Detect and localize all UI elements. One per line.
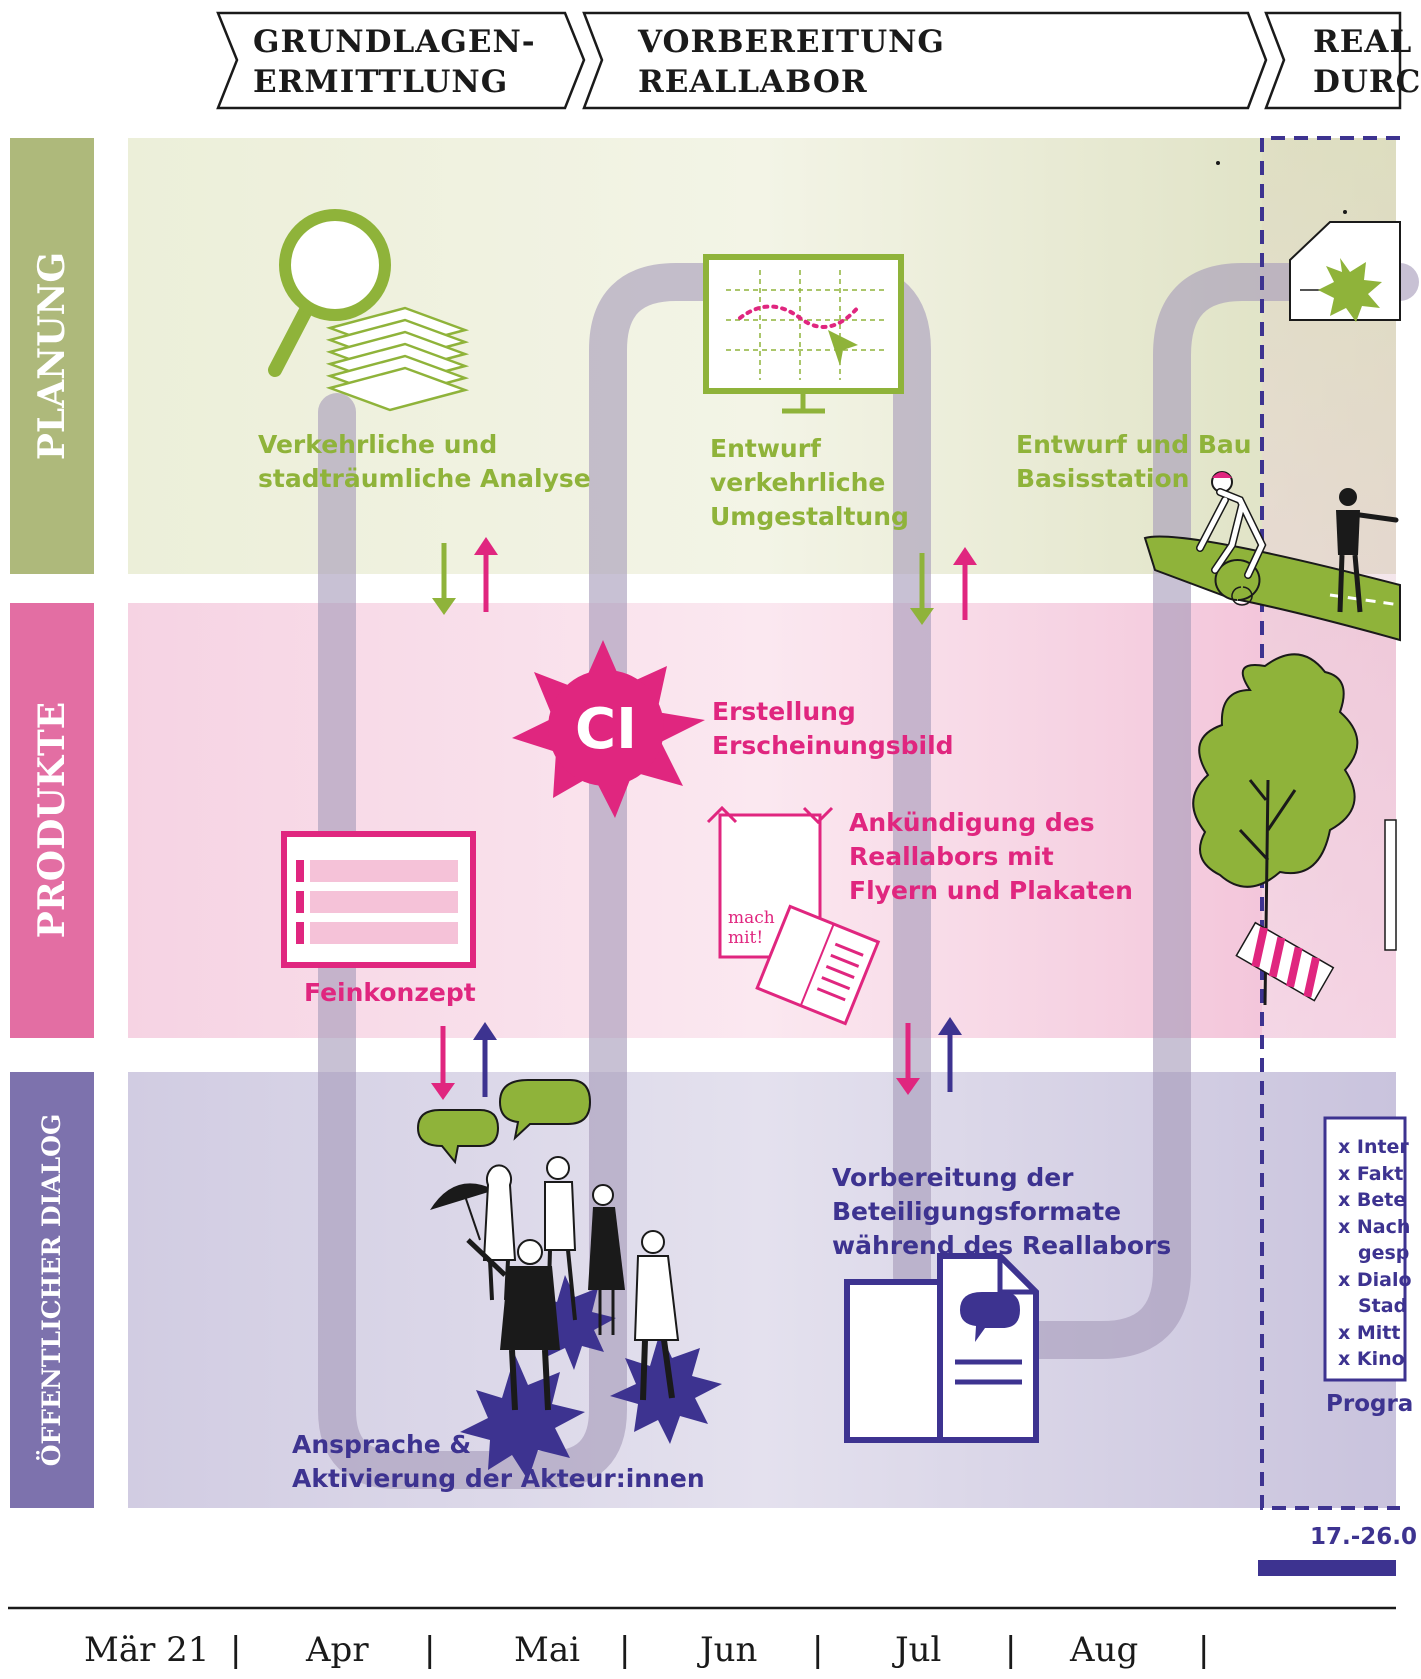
tree-deckchair-illustration [1192,653,1397,1006]
phase-1-label: GRUNDLAGEN- ERMITTLUNG [253,22,536,102]
month-label: Apr [306,1630,369,1670]
analyse-label: Verkehrliche und stadträumliche Analyse [258,430,591,493]
program-item: x Kino [1338,1348,1405,1370]
row-label-dialog: ÖFFENTLICHER DIALOG [37,1113,66,1467]
basisstation-label: Entwurf und Bau Basisstation [1016,430,1252,493]
arrows-produkte-dialog-left [431,1022,497,1100]
program-item: x Mitt [1338,1321,1401,1344]
feinkonzept-label: Feinkonzept [304,978,476,1007]
poster-text: mach mit! [728,908,775,948]
month-separator: | [230,1630,242,1670]
poster-flyer-icon [706,805,881,1026]
phase-3-line2: DURC [1313,64,1421,100]
month-label: Aug [1070,1630,1139,1670]
phase-2-label: VORBEREITUNG REALLABOR [638,22,945,102]
arrows-produkte-dialog-right [896,1017,962,1095]
feinkonzept-icon [281,831,476,968]
magnifier-documents-icon [268,209,470,412]
phase-chevron-1 [216,11,586,110]
month-label: Jun [700,1630,758,1670]
program-item: x Inter [1338,1136,1409,1158]
program-item: x Nach [1338,1215,1411,1238]
program-item: Stad [1358,1295,1408,1317]
people-group-illustration [430,1156,722,1480]
produkte-bar [10,603,94,1038]
phase-chevron-2 [582,11,1268,110]
phase-1-line2: ERMITTLUNG [253,64,509,100]
phase-chevron-3 [1264,11,1402,110]
basisstation-illustration [1143,161,1401,642]
ankuendigung-label: Ankündigung des Reallabors mit Flyern un… [849,808,1133,905]
speech-bubbles-icon [416,1079,592,1165]
ci-starburst-icon [512,640,705,818]
arrows-planung-produkte-right [910,547,977,625]
date-bar [1258,1560,1396,1576]
row-label-produkte: PRODUKTE [31,701,73,939]
phase-2-line2: REALLABOR [638,64,868,100]
phase-3-line1: REAL [1313,24,1413,60]
month-label: Jul [895,1630,942,1670]
ci-text: CI [575,697,637,762]
month-separator: | [812,1630,824,1670]
row-label-planung: PLANUNG [31,251,73,461]
phase-3-label: REAL DURC [1313,22,1421,102]
monitor-chart-icon [703,254,904,414]
program-item: x Bete [1338,1189,1407,1211]
month-label: Mai [514,1630,580,1670]
program-item: gesp [1358,1242,1410,1264]
arrows-planung-produkte-left [432,537,498,615]
ansprache-label: Ansprache & Aktivierung der Akteur:innen [292,1430,705,1493]
phase-2-line1: VORBEREITUNG [638,24,945,60]
date-label: 17.-26.0 [1310,1524,1418,1550]
program-label: Progra [1326,1391,1414,1417]
planung-bar [10,138,94,574]
month-label: Mär 21 [84,1630,210,1670]
ci-label: Erstellung Erscheinungsbild [712,697,954,760]
dialog-bar [10,1072,94,1508]
program-box [1323,1116,1407,1382]
month-separator: | [1198,1630,1210,1670]
documents-chat-icon [844,1253,1039,1443]
vorbereitung-label: Vorbereitung der Beteiligungsformate wäh… [832,1163,1172,1260]
entwurf-label: Entwurf verkehrliche Umgestaltung [710,434,909,531]
phase-1-line1: GRUNDLAGEN- [253,24,536,60]
month-separator: | [619,1630,631,1670]
month-separator: | [424,1630,436,1670]
program-list: x Inter x Fakt x Bete x Nach gesp x Dial… [1338,1134,1412,1373]
program-item: x Dialo [1338,1268,1412,1291]
program-item: x Fakt [1338,1162,1404,1185]
reallabor-frame [1260,136,1400,1510]
month-separator: | [1005,1630,1017,1670]
